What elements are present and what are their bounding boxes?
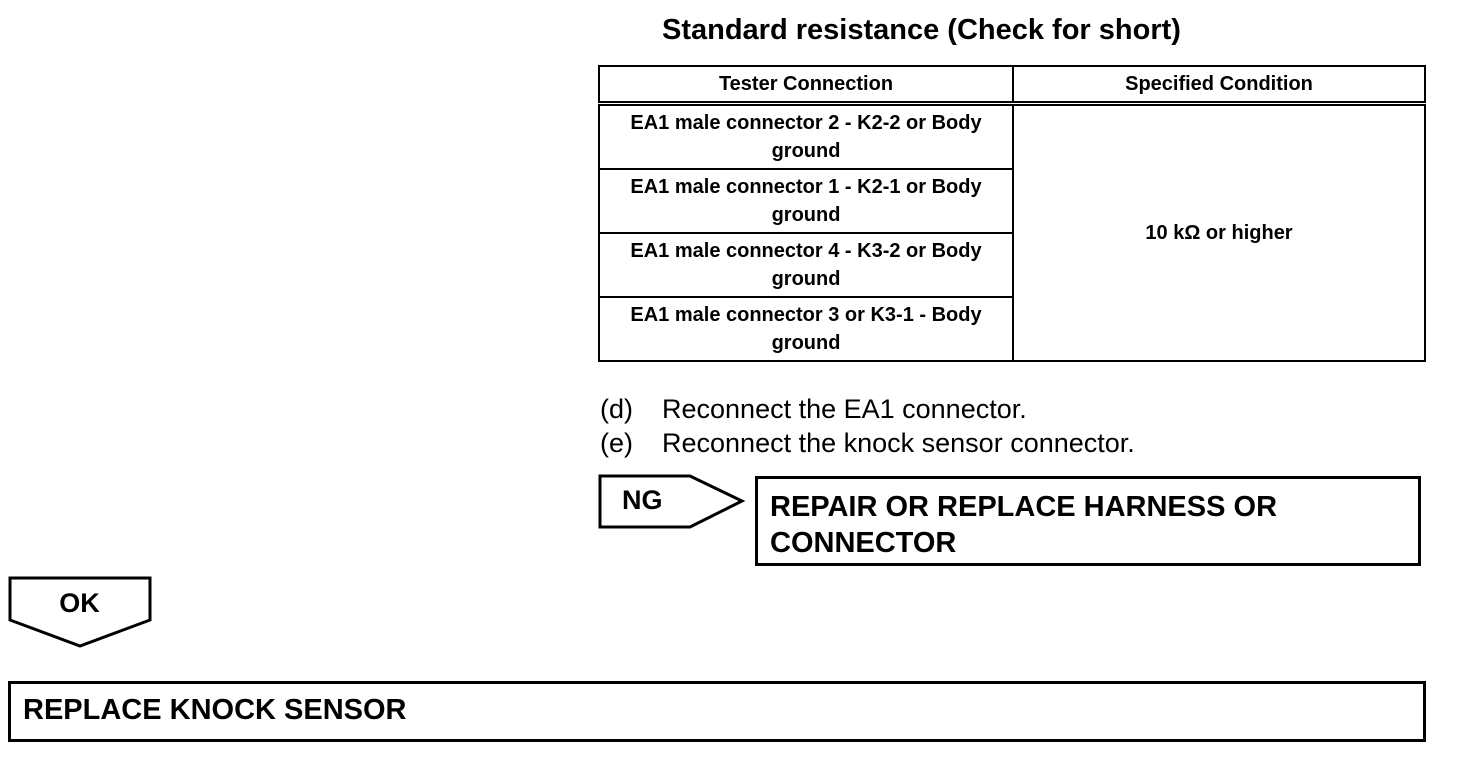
table-row: EA1 male connector 4 - K3-2 or Body grou…: [598, 232, 1425, 298]
tester-connection-cell: EA1 male connector 3 or K3-1 - Body grou…: [598, 296, 1014, 362]
tester-connection-cell: EA1 male connector 4 - K3-2 or Body grou…: [598, 232, 1014, 298]
step-text: Reconnect the EA1 connector.: [662, 394, 1027, 424]
ok-label: OK: [59, 588, 100, 618]
table-title: Standard resistance (Check for short): [662, 14, 1181, 46]
ok-arrow: OK: [8, 576, 154, 650]
step-label: (d): [600, 394, 633, 424]
tester-connection-cell: EA1 male connector 1 - K2-1 or Body grou…: [598, 168, 1014, 234]
step-text: Reconnect the knock sensor connector.: [662, 428, 1135, 458]
ok-action-box: REPLACE KNOCK SENSOR: [8, 681, 1426, 742]
specified-condition-cell: 10 kΩ or higher: [1012, 102, 1426, 362]
tester-connection-cell: EA1 male connector 2 - K2-2 or Body grou…: [598, 102, 1014, 170]
step-label: (e): [600, 428, 633, 458]
header-specified-condition: Specified Condition: [1012, 65, 1426, 106]
table-row: EA1 male connector 2 - K2-2 or Body grou…: [598, 102, 1426, 362]
ng-arrow: NG: [598, 473, 758, 533]
table-row: EA1 male connector 3 or K3-1 - Body grou…: [598, 296, 1425, 362]
right-arrow-icon: [598, 474, 746, 529]
resistance-table: Tester Connection Specified Condition EA…: [598, 65, 1426, 362]
step-item: (e) Reconnect the knock sensor connector…: [600, 426, 1135, 460]
step-item: (d) Reconnect the EA1 connector.: [600, 392, 1135, 426]
ng-label: NG: [622, 485, 663, 515]
ng-action-box: REPAIR OR REPLACE HARNESS OR CONNECTOR: [755, 476, 1421, 566]
header-tester-connection: Tester Connection: [598, 65, 1014, 106]
procedure-steps: (d) Reconnect the EA1 connector. (e) Rec…: [600, 392, 1135, 460]
down-arrow-icon: [8, 576, 152, 648]
table-row: EA1 male connector 1 - K2-1 or Body grou…: [598, 168, 1425, 234]
table-header-row: Tester Connection Specified Condition: [598, 65, 1426, 106]
